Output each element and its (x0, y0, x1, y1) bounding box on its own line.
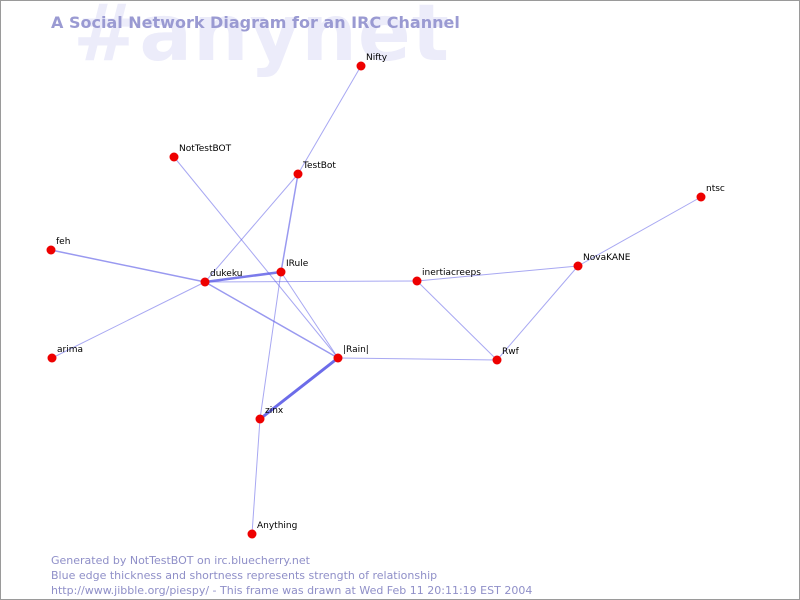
node-novakane: NovaKANE (573, 253, 631, 271)
node-dot (247, 529, 257, 539)
node-label: TestBot (302, 161, 336, 171)
node-label: ntsc (706, 184, 725, 194)
node-label: IRule (286, 259, 309, 269)
node-inertiacreeps: inertiacreeps (412, 268, 481, 286)
node-dukeku: dukeku (200, 269, 242, 287)
edge-feh-dukeku (50, 249, 206, 283)
node-dot (255, 414, 265, 424)
node-anything: Anything (247, 521, 297, 539)
node-feh: feh (46, 237, 70, 255)
node-dot (169, 152, 179, 162)
node-label: feh (56, 237, 70, 247)
edge-novakane-ntsc (577, 196, 702, 267)
node-testbot: TestBot (293, 161, 336, 179)
node-label: |Rain| (343, 345, 369, 355)
node-dot (696, 192, 706, 202)
footer-url-timestamp: http://www.jibble.org/piespy/ - This fra… (51, 584, 533, 597)
node-dot (276, 267, 286, 277)
node-label: arima (57, 345, 83, 355)
edge-inertiacreeps-novakane (416, 265, 579, 282)
edge-inertiacreeps-rwf (416, 280, 498, 361)
node-ntsc: ntsc (696, 184, 725, 202)
node-dot (492, 355, 502, 365)
node-dot (573, 261, 583, 271)
edge-irule-irainl (280, 271, 339, 359)
edge-zinx-anything (251, 418, 261, 535)
node-dot (293, 169, 303, 179)
node-label: Nifty (366, 53, 388, 63)
channel-watermark: #anynet (73, 0, 451, 79)
node-rwf: Rwf (492, 347, 520, 365)
node-dot (47, 353, 57, 363)
node-label: NotTestBOT (179, 144, 232, 154)
node-dot (333, 353, 343, 363)
edge-dukeku-irule (203, 270, 283, 284)
edges-layer (50, 65, 702, 535)
node-label: dukeku (210, 269, 242, 279)
footer-generated-by: Generated by NotTestBOT on irc.bluecherr… (51, 554, 310, 567)
edge-irainl-zinx (258, 356, 340, 421)
node-dot (46, 245, 56, 255)
edge-nifty-testbot (297, 65, 362, 175)
node-dot (412, 276, 422, 286)
node-dot (356, 61, 366, 71)
node-irule: IRule (276, 259, 309, 277)
edge-arima-dukeku (51, 281, 206, 359)
page-title: A Social Network Diagram for an IRC Chan… (51, 13, 460, 32)
node-label: inertiacreeps (422, 268, 481, 278)
edge-testbot-dukeku (204, 173, 299, 283)
edge-nottestbot-irainl (173, 156, 339, 359)
node-label: Anything (257, 521, 297, 531)
node-label: Rwf (502, 347, 520, 357)
node-dot (200, 277, 210, 287)
edge-testbot-irule (280, 173, 299, 273)
edge-dukeku-irainl (204, 281, 339, 359)
node-irainl: |Rain| (333, 345, 369, 363)
node-label: NovaKANE (583, 253, 631, 263)
footer: Generated by NotTestBOT on irc.bluecherr… (51, 553, 532, 598)
node-nottestbot: NotTestBOT (169, 144, 232, 162)
edge-irainl-rwf (337, 357, 498, 361)
node-label: zinx (265, 406, 284, 416)
edge-irule-zinx (259, 271, 282, 420)
edge-novakane-rwf (496, 265, 579, 361)
footer-legend-note: Blue edge thickness and shortness repres… (51, 569, 438, 582)
node-nifty: Nifty (356, 53, 388, 71)
node-zinx: zinx (255, 406, 284, 424)
edge-dukeku-inertiacreeps (204, 280, 418, 283)
node-arima: arima (47, 345, 83, 363)
